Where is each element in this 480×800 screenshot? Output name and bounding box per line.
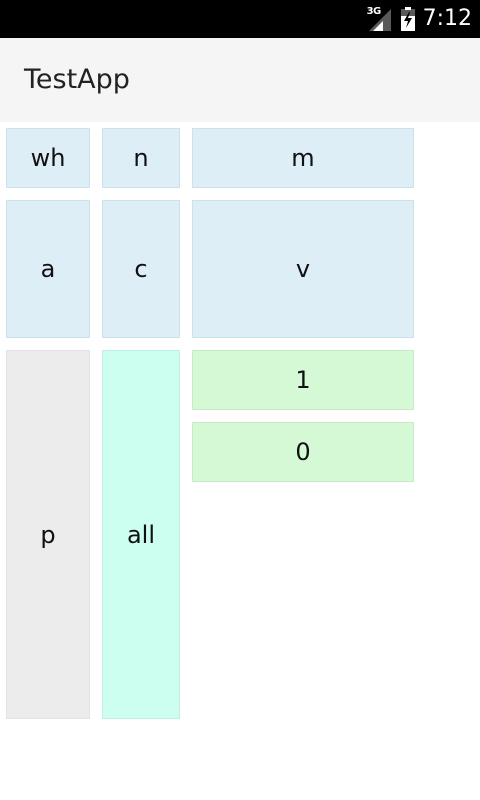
cell-wh[interactable]: wh — [6, 128, 90, 188]
signal-icon: 3G — [366, 6, 393, 31]
cell-n[interactable]: n — [102, 128, 180, 188]
cell-m[interactable]: m — [192, 128, 414, 188]
clock: 7:12 — [422, 6, 472, 31]
battery-icon — [400, 7, 415, 31]
cell-1[interactable]: 1 — [192, 350, 414, 410]
cell-c[interactable]: c — [102, 200, 180, 338]
cell-p[interactable]: p — [6, 350, 90, 719]
status-icons: 3G 7:12 — [367, 0, 472, 38]
cell-a[interactable]: a — [6, 200, 90, 338]
action-bar: TestApp — [0, 38, 480, 122]
cell-all[interactable]: all — [102, 350, 180, 719]
cell-v[interactable]: v — [192, 200, 414, 338]
cell-0[interactable]: 0 — [192, 422, 414, 482]
app-title: TestApp — [24, 64, 130, 95]
status-bar: 3G 7:12 — [0, 0, 480, 38]
network-type-label: 3G — [366, 6, 382, 17]
